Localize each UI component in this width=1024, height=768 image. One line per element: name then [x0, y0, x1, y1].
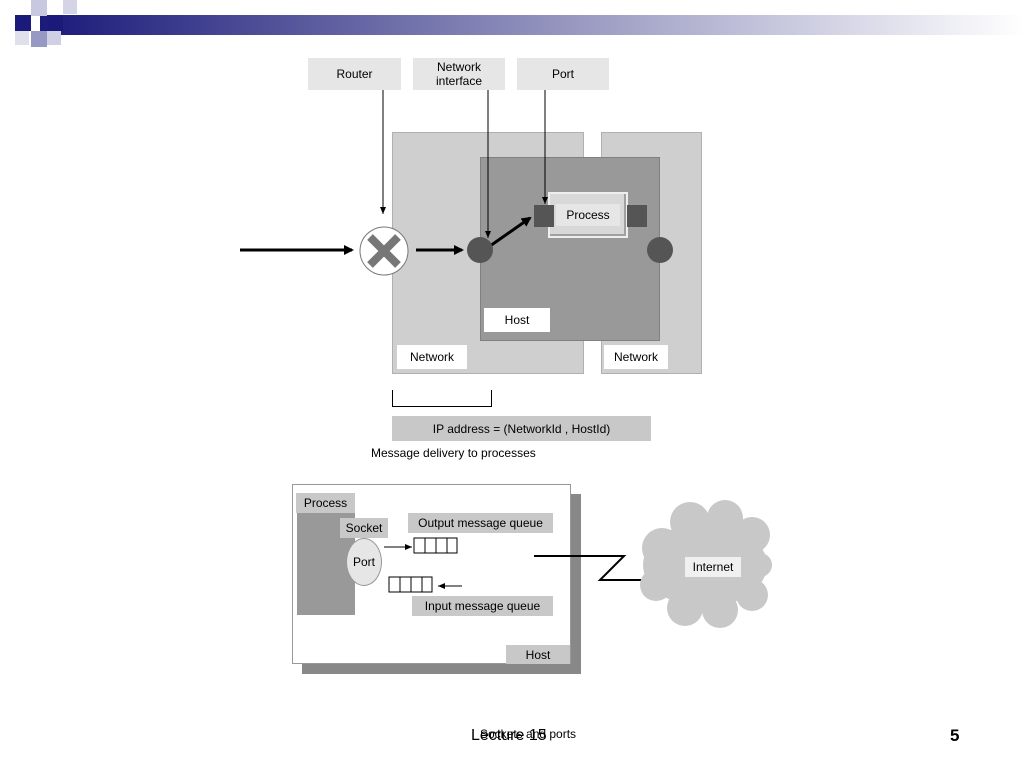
network-label-left: Network: [397, 345, 467, 369]
bottom-port-label: Port: [352, 555, 375, 569]
internet-label: Internet: [685, 557, 741, 577]
network-interface-label: Network interface: [413, 58, 505, 90]
interface-to-port-arrow: [489, 216, 532, 248]
port-square-left: [534, 205, 554, 227]
input-queue-label: Input message queue: [412, 596, 553, 616]
router-icon: [358, 225, 410, 277]
bottom-process-label: Process: [296, 493, 355, 513]
network-interface-node-right: [647, 237, 673, 263]
footer-title-overlap: Lecture 15 Sockets and ports: [440, 724, 600, 750]
input-queue-icon: [388, 576, 433, 593]
socket-label: Socket: [340, 518, 388, 538]
output-queue-icon: [413, 537, 458, 554]
bottom-host-label: Host: [506, 645, 570, 664]
diagram-caption: Message delivery to processes: [371, 446, 536, 460]
network-interface-label-line1: Network: [436, 60, 481, 74]
host-label: Host: [484, 308, 550, 332]
ip-address-label: IP address = (NetworkId , HostId): [392, 416, 651, 441]
network-label-right: Network: [604, 345, 668, 369]
router-label: Router: [308, 58, 401, 90]
banner-graphic: [15, 0, 1024, 47]
title-banner: [0, 0, 1024, 60]
footer-lecture: Lecture 15: [471, 727, 547, 744]
network-id-bracket: [392, 390, 492, 407]
network-interface-node-left: [467, 237, 493, 263]
port-label: Port: [517, 58, 609, 90]
page-number: 5: [950, 726, 960, 745]
process-label: Process: [556, 204, 620, 226]
internet-link: [534, 555, 650, 581]
network-interface-label-line2: interface: [435, 74, 483, 88]
output-queue-label: Output message queue: [408, 513, 553, 533]
port-ellipse: Port: [346, 538, 382, 586]
port-square-right: [627, 205, 647, 227]
footer-subtitle: Sockets and ports: [480, 727, 577, 741]
